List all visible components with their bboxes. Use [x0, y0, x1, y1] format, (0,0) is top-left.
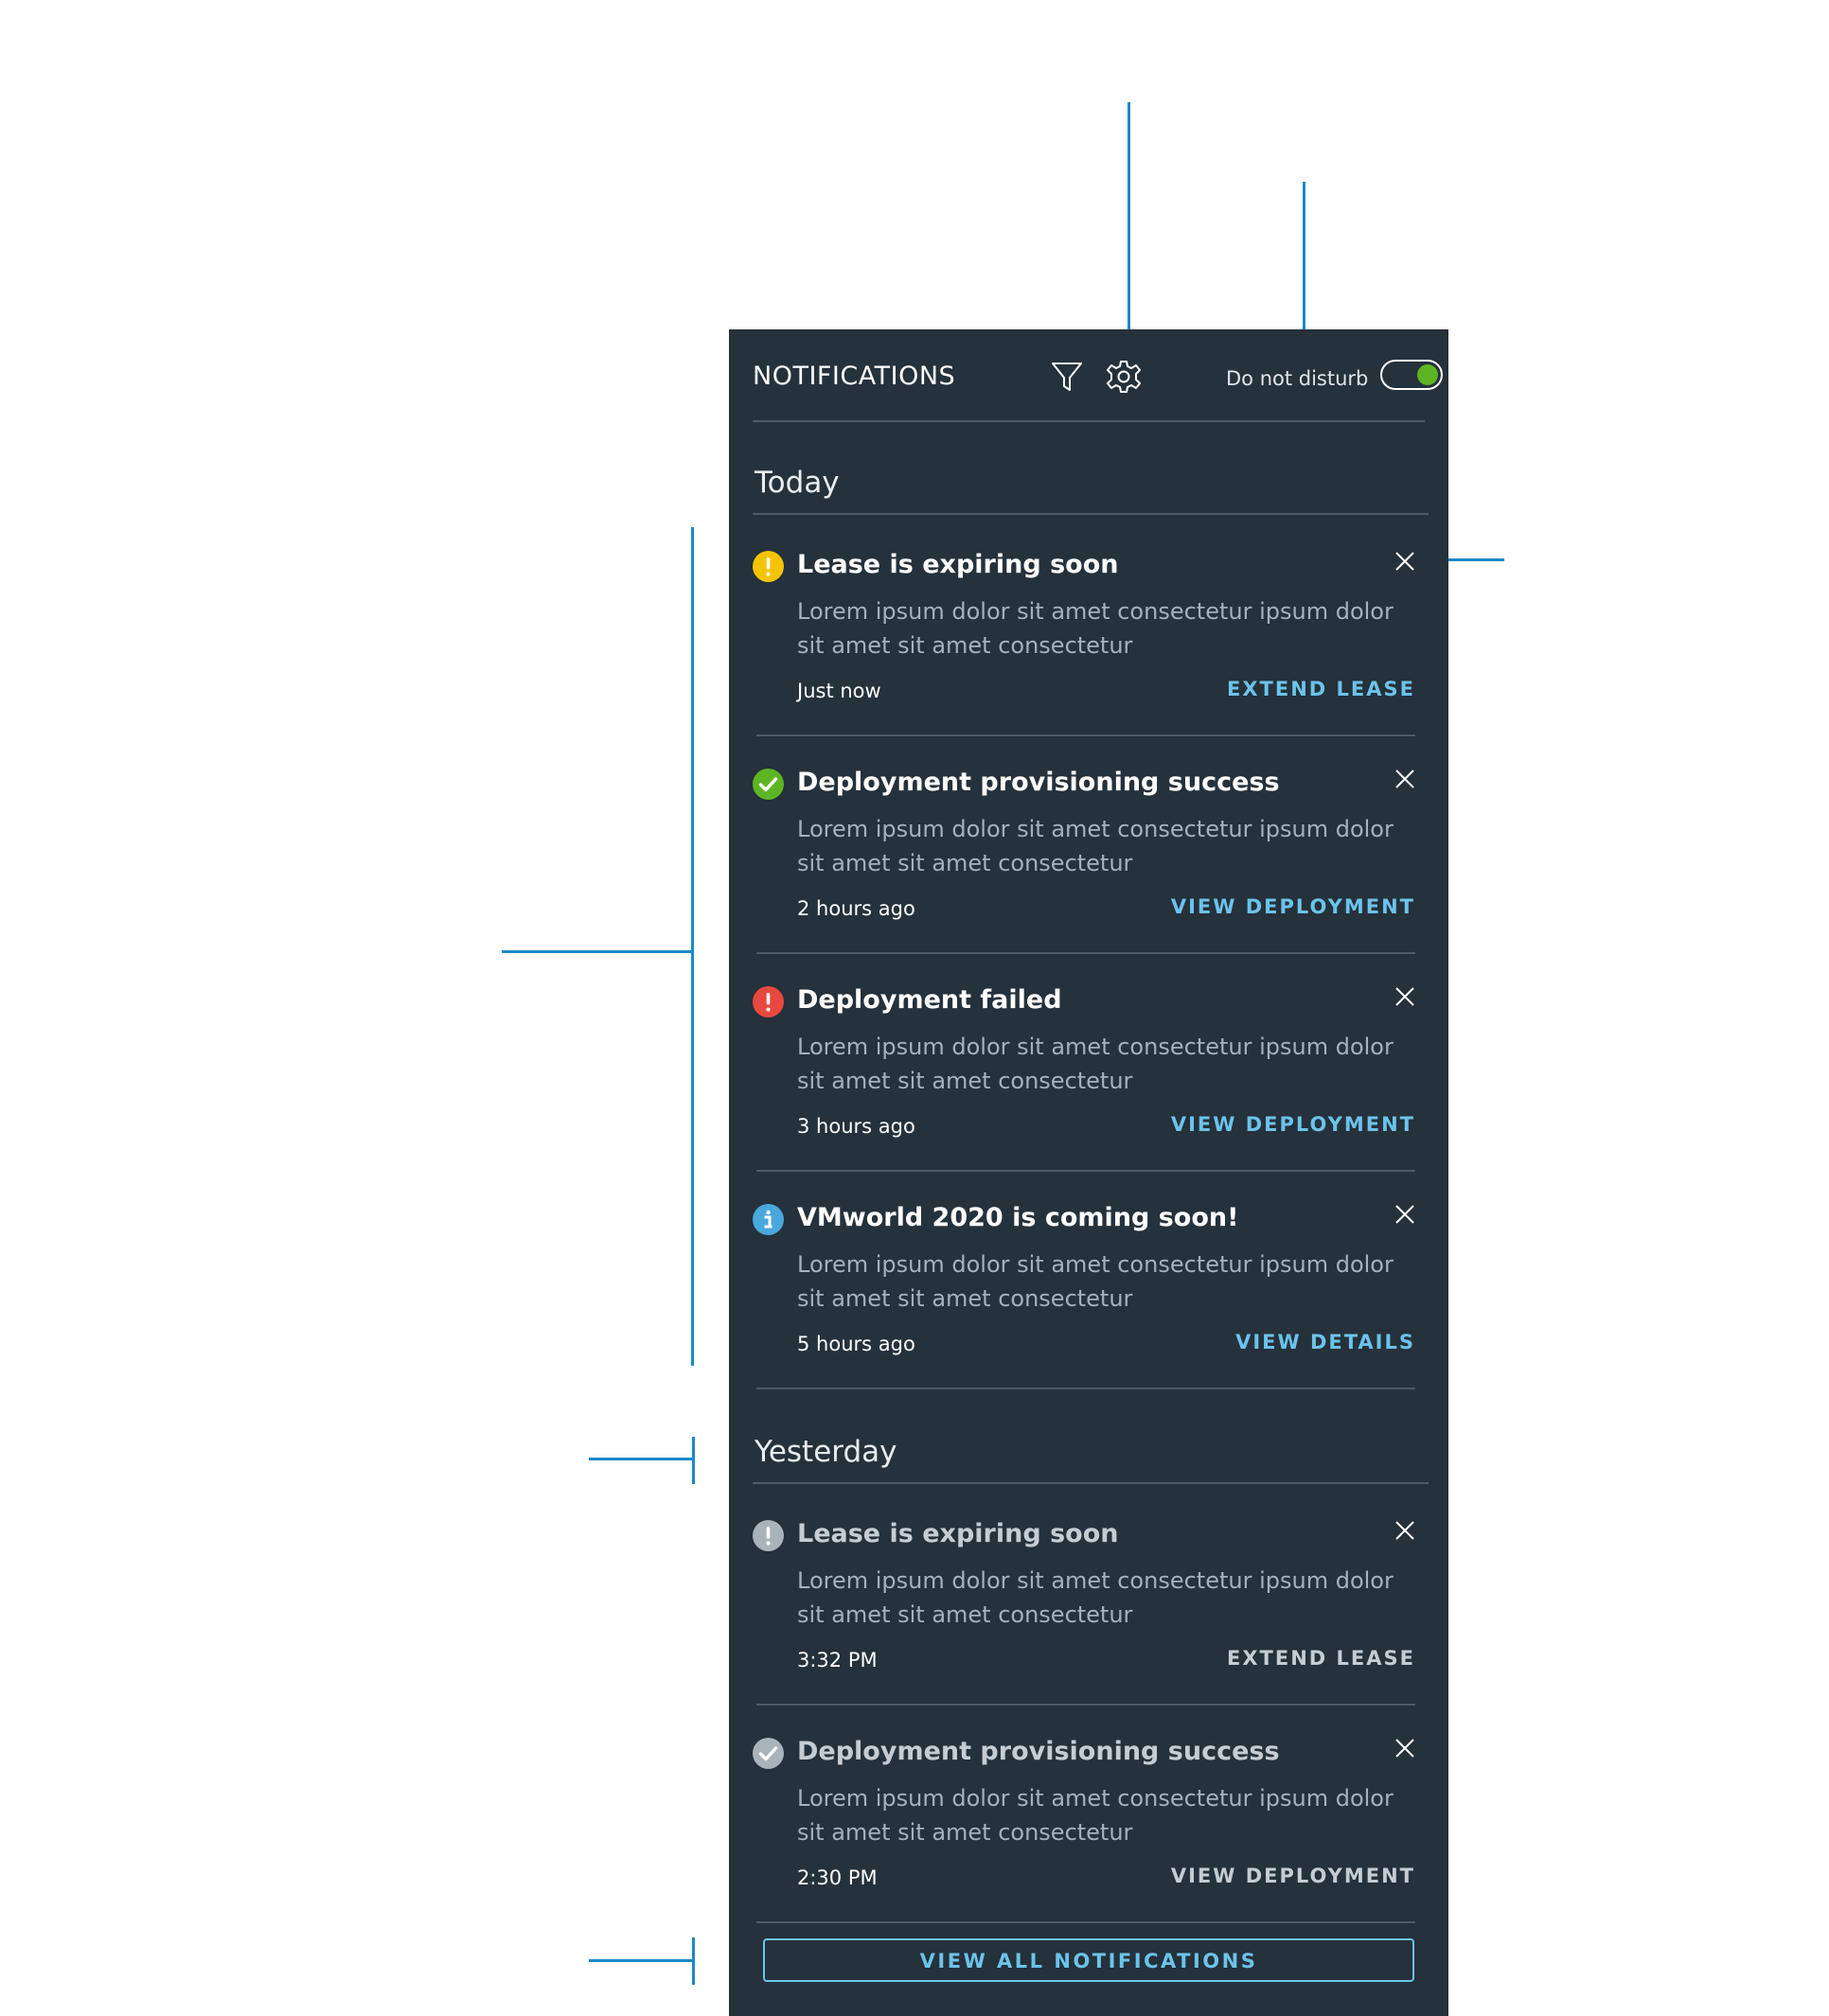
success-check-icon: [753, 769, 784, 800]
dnd-label: Do not disturb: [1226, 367, 1369, 390]
callout-line-viewall-horizontal: [589, 1959, 693, 1962]
error-exclamation-icon: [753, 986, 784, 1017]
divider: [756, 1170, 1415, 1172]
toggle-knob: [1417, 364, 1438, 385]
dnd-toggle[interactable]: [1380, 360, 1443, 390]
notification-item: Lease is expiring soon Lorem ipsum dolor…: [753, 521, 1425, 736]
section-heading-today: Today: [753, 466, 1429, 515]
divider: [756, 1921, 1415, 1923]
close-icon[interactable]: [1393, 1518, 1417, 1543]
callout-line-close-horizontal: [1426, 558, 1504, 561]
callout-line-group-bracket: [692, 1437, 695, 1484]
close-icon[interactable]: [1393, 767, 1417, 791]
view-details-link[interactable]: VIEW DETAILS: [1235, 1331, 1415, 1353]
extend-lease-link[interactable]: EXTEND LEASE: [1227, 678, 1415, 700]
close-icon[interactable]: [1393, 1736, 1417, 1760]
read-exclamation-icon: [753, 1520, 784, 1551]
read-check-icon: [753, 1738, 784, 1769]
notifications-panel: NOTIFICATIONS Do not disturb Today Lease…: [729, 329, 1448, 2016]
callout-line-viewall-bracket: [692, 1937, 695, 1985]
filter-icon[interactable]: [1048, 358, 1086, 396]
notification-time: Just now: [797, 680, 881, 702]
panel-title: NOTIFICATIONS: [753, 362, 956, 391]
divider: [756, 1704, 1415, 1706]
notification-time: 3 hours ago: [797, 1115, 915, 1138]
notification-item: VMworld 2020 is coming soon! Lorem ipsum…: [753, 1174, 1425, 1389]
notification-body: Lorem ipsum dolor sit amet consectetur i…: [797, 598, 1394, 659]
notification-item: Deployment provisioning success Lorem ip…: [753, 738, 1425, 954]
notification-title: Deployment provisioning success: [797, 1737, 1280, 1766]
notification-title: Lease is expiring soon: [797, 1519, 1119, 1548]
section-heading-yesterday: Yesterday: [753, 1435, 1429, 1484]
notification-item: Lease is expiring soon Lorem ipsum dolor…: [753, 1490, 1425, 1706]
callout-line-filter-vertical: [1128, 102, 1130, 341]
notification-body: Lorem ipsum dolor sit amet consectetur i…: [797, 1251, 1394, 1312]
view-deployment-link[interactable]: VIEW DEPLOYMENT: [1170, 895, 1415, 918]
close-icon[interactable]: [1393, 549, 1417, 574]
notification-body: Lorem ipsum dolor sit amet consectetur i…: [797, 1034, 1394, 1094]
notification-body: Lorem ipsum dolor sit amet consectetur i…: [797, 816, 1394, 876]
divider: [756, 952, 1415, 954]
gear-icon[interactable]: [1105, 358, 1143, 396]
notification-time: 2:30 PM: [797, 1866, 878, 1889]
close-icon[interactable]: [1393, 984, 1417, 1009]
warning-exclamation-icon: [753, 551, 784, 582]
notification-item: Deployment provisioning success Lorem ip…: [753, 1707, 1425, 1923]
notification-title: Deployment failed: [797, 985, 1062, 1015]
view-all-notifications-button[interactable]: VIEW ALL NOTIFICATIONS: [763, 1938, 1414, 1982]
notification-body: Lorem ipsum dolor sit amet consectetur i…: [797, 1567, 1394, 1628]
notification-title: VMworld 2020 is coming soon!: [797, 1203, 1239, 1232]
notification-title: Deployment provisioning success: [797, 768, 1280, 797]
notification-body: Lorem ipsum dolor sit amet consectetur i…: [797, 1785, 1394, 1846]
panel-header: NOTIFICATIONS Do not disturb: [753, 329, 1443, 422]
extend-lease-link[interactable]: EXTEND LEASE: [1227, 1647, 1415, 1670]
close-icon[interactable]: [1393, 1202, 1417, 1227]
info-icon: [753, 1204, 784, 1235]
notification-item: Deployment failed Lorem ipsum dolor sit …: [753, 956, 1425, 1172]
view-deployment-link[interactable]: VIEW DEPLOYMENT: [1170, 1865, 1415, 1887]
callout-line-dnd-vertical: [1303, 182, 1305, 339]
notification-time: 5 hours ago: [797, 1333, 915, 1355]
callout-line-list-horizontal: [502, 950, 693, 953]
divider: [756, 734, 1415, 736]
notification-time: 3:32 PM: [797, 1649, 878, 1671]
divider: [756, 1388, 1415, 1389]
notification-time: 2 hours ago: [797, 897, 915, 920]
notification-title: Lease is expiring soon: [797, 550, 1119, 579]
callout-line-group-horizontal: [589, 1458, 693, 1460]
callout-line-list-bracket: [691, 527, 694, 1366]
view-deployment-link[interactable]: VIEW DEPLOYMENT: [1170, 1113, 1415, 1136]
